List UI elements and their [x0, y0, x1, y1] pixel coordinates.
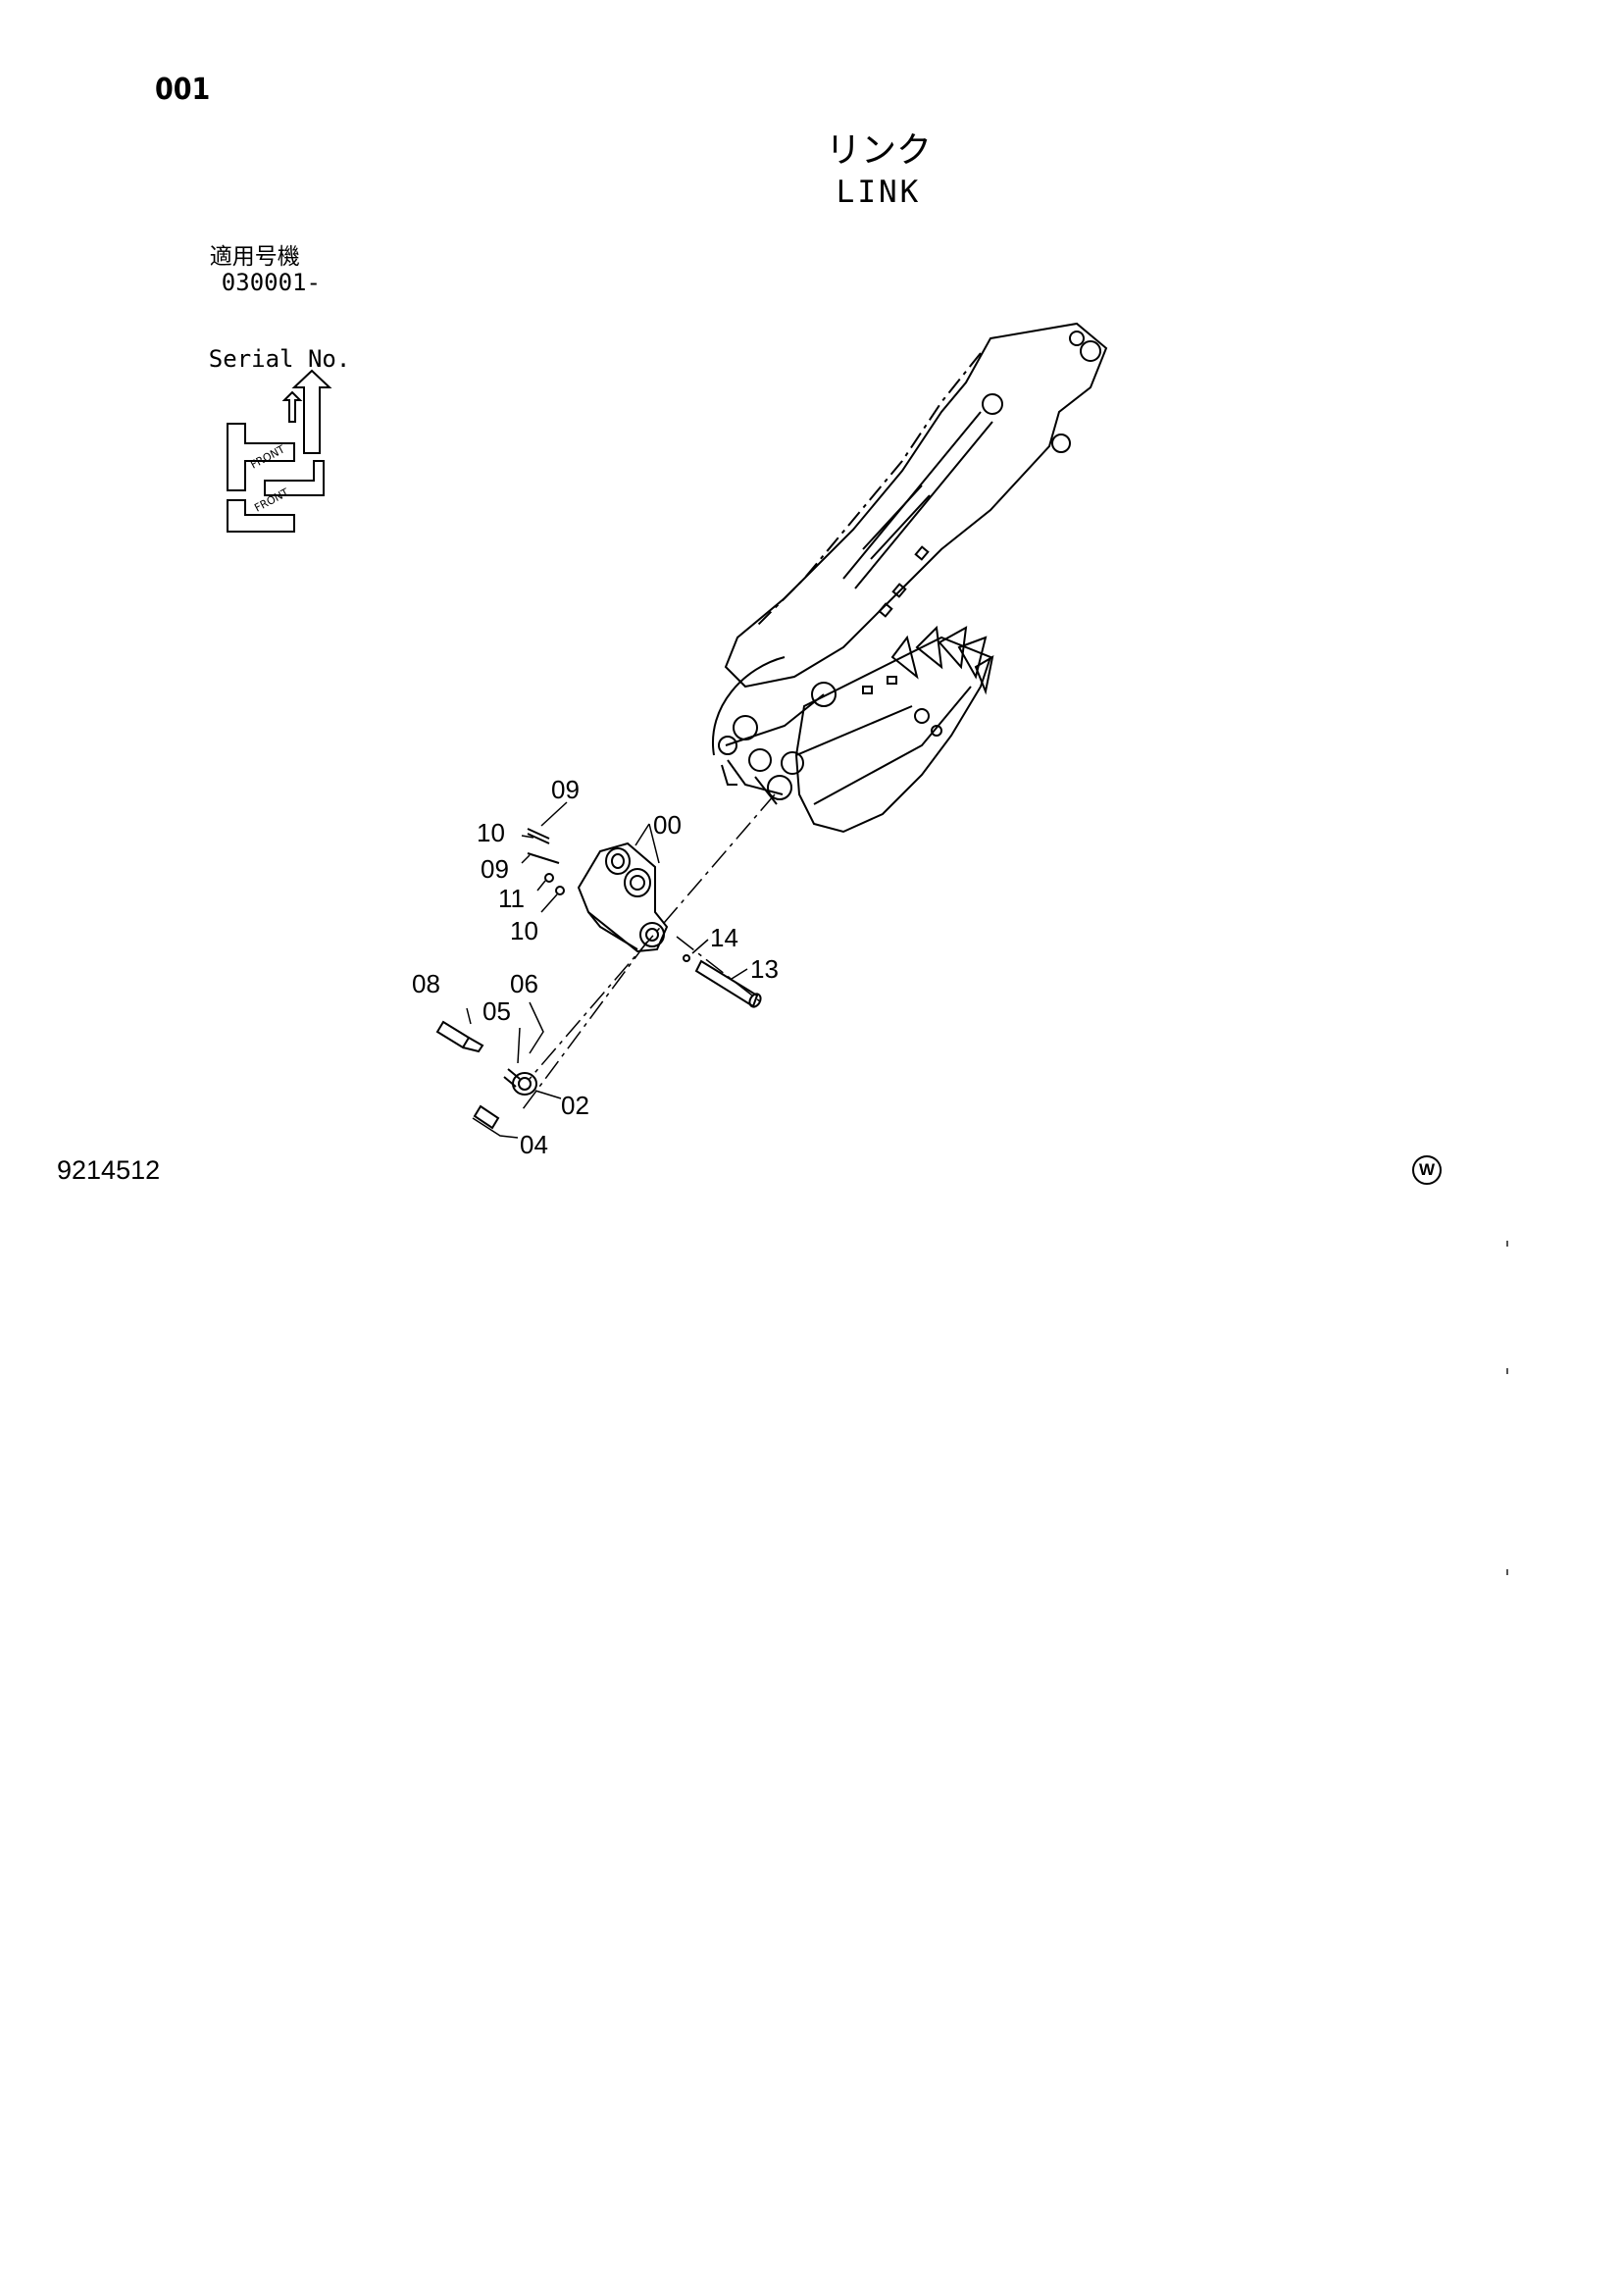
scan-speck — [1506, 1569, 1508, 1575]
serial-label-en: Serial No. — [208, 345, 351, 373]
page-title-en: LINK — [836, 175, 922, 210]
svg-text:FRONT: FRONT — [252, 485, 291, 514]
part-label-00: 00 — [653, 810, 682, 840]
part-label-05: 05 — [482, 996, 511, 1026]
part-label-02: 02 — [561, 1091, 589, 1120]
pin-group-lower — [435, 1020, 537, 1130]
arm-assembly — [711, 322, 1108, 834]
serial-block: 適用号機 030001- Serial No. — [153, 218, 351, 397]
leader-lines — [466, 801, 748, 1139]
scan-speck — [1506, 1241, 1508, 1247]
pin-parts — [527, 828, 565, 895]
part-label-10-lower: 10 — [510, 916, 538, 945]
centerlines — [519, 793, 776, 1114]
pin-13 — [683, 954, 762, 1008]
scan-speck — [1506, 1368, 1508, 1374]
orientation-indicator: FRONT FRONT — [227, 369, 332, 533]
part-label-09-lower: 09 — [481, 854, 509, 884]
part-label-08: 08 — [412, 969, 440, 998]
part-label-11: 11 — [498, 884, 525, 913]
serial-value: 030001- — [221, 269, 321, 296]
link-plate — [577, 842, 669, 953]
part-label-06: 06 — [510, 969, 538, 998]
svg-text:FRONT: FRONT — [248, 442, 287, 471]
watermark-symbol: W — [1412, 1155, 1442, 1185]
part-label-14: 14 — [710, 923, 738, 952]
page-number: 001 — [155, 73, 211, 107]
part-label-13: 13 — [750, 954, 779, 984]
part-labels: 09 10 00 09 11 10 14 13 08 06 05 02 04 — [412, 775, 779, 1159]
part-label-10-upper: 10 — [477, 818, 505, 847]
serial-label-ja: 適用号機 — [209, 244, 300, 270]
page-title-ja: リンク — [825, 130, 932, 171]
part-label-04: 04 — [520, 1130, 548, 1159]
drawing-number: 9214512 — [57, 1155, 161, 1185]
part-label-09-upper: 09 — [551, 775, 580, 804]
